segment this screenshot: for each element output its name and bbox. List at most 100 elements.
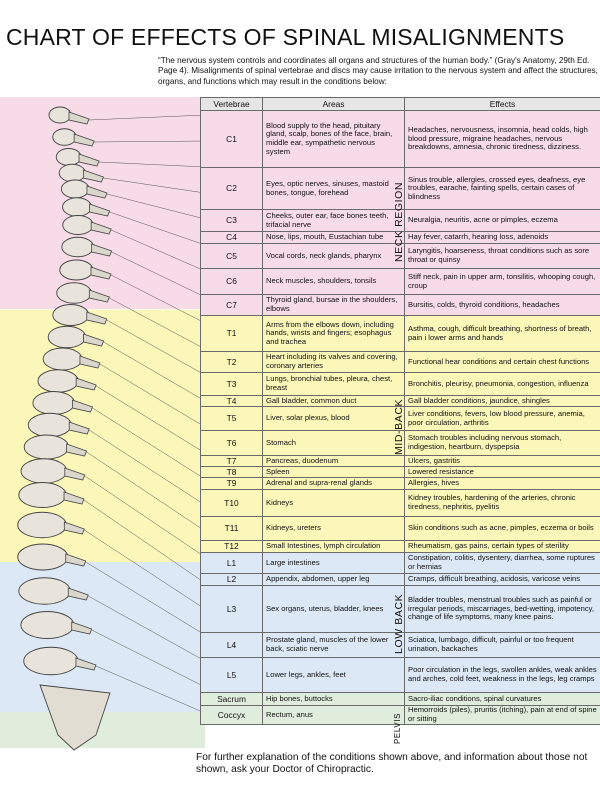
effect-cell: Hay fever, catarrh, hearing loss, adenoi…: [404, 231, 600, 244]
vertebra-label: T5: [200, 406, 263, 431]
area-cell: Nose, lips, mouth, Eustachian tube: [261, 231, 406, 244]
area-cell: Thyroid gland, bursae in the shoulders, …: [261, 294, 406, 316]
vertebra-label: T8: [200, 466, 263, 478]
vertebra-label: C1: [200, 110, 263, 168]
effect-cell: Cramps, difficult breathing, acidosis, v…: [404, 573, 600, 586]
effect-cell: Gall bladder conditions, jaundice, shing…: [404, 395, 600, 407]
area-cell: Stomach: [261, 430, 406, 456]
area-cell: Kidneys, ureters: [261, 516, 406, 541]
area-cell: Liver, solar plexus, blood: [261, 406, 406, 431]
effect-cell: Liver conditions, fevers, low blood pres…: [404, 406, 600, 431]
page-title: CHART OF EFFECTS OF SPINAL MISALIGNMENTS: [6, 24, 565, 50]
vertebra-label: T9: [200, 477, 263, 490]
vertebra-label: L2: [200, 573, 263, 586]
vertebra-label: T7: [200, 455, 263, 467]
intro-paragraph: “The nervous system controls and coordin…: [158, 56, 598, 86]
effect-cell: Sacro-iliac conditions, spinal curvature…: [404, 692, 600, 706]
mid-back-label: MID-BACK: [393, 398, 405, 455]
pelvis-label: PELVIS: [393, 712, 402, 744]
effect-cell: Hemorroids (piles), pruritis (itching), …: [404, 705, 600, 725]
effect-cell: Rheumatism, gas pains, certain types of …: [404, 540, 600, 553]
area-cell: Hip bones, buttocks: [261, 692, 406, 706]
effect-cell: Poor circulation in the legs, swollen an…: [404, 657, 600, 693]
area-cell: Spleen: [261, 466, 406, 478]
vertebrae-header: Vertebrae: [200, 97, 263, 111]
area-cell: Lungs, bronchial tubes, pleura, chest, b…: [261, 372, 406, 396]
vertebra-label: T4: [200, 395, 263, 407]
area-cell: Lower legs, ankles, feet: [261, 657, 406, 693]
area-cell: Neck muscles, shoulders, tonsils: [261, 268, 406, 295]
effect-cell: Stomach troubles including nervous stoma…: [404, 430, 600, 456]
effect-cell: Stiff neck, pain in upper arm, tonsiliti…: [404, 268, 600, 295]
effect-cell: Laryngitis, hoarseness, throat condition…: [404, 243, 600, 269]
effect-cell: Skin conditions such as acne, pimples, e…: [404, 516, 600, 541]
neck-region-label: NECK REGION: [393, 181, 405, 262]
effect-cell: Sciatica, lumbago, difficult, painful or…: [404, 632, 600, 658]
vertebra-label: T2: [200, 351, 263, 373]
effect-cell: Headaches, nervousness, insomnia, head c…: [404, 110, 600, 168]
area-cell: Vocal cords, neck glands, pharynx: [261, 243, 406, 269]
area-cell: Appendix, abdomen, upper leg: [261, 573, 406, 586]
pelvis-band: [0, 712, 205, 748]
vertebra-label: T12: [200, 540, 263, 553]
vertebra-label: C3: [200, 209, 263, 232]
effect-cell: Sinus trouble, allergies, crossed eyes, …: [404, 167, 600, 210]
vertebra-label: C6: [200, 268, 263, 295]
effect-cell: Kidney troubles, hardening of the arteri…: [404, 489, 600, 517]
effect-cell: Allergies, hives: [404, 477, 600, 490]
footer-note: For further explanation of the condition…: [196, 752, 588, 776]
vertebra-label: C5: [200, 243, 263, 269]
effect-cell: Lowered resistance: [404, 466, 600, 478]
areas-header: Areas: [261, 97, 406, 111]
area-cell: Adrenal and supra-renal glands: [261, 477, 406, 490]
effect-cell: Neuralgia, neuritis, acne or pimples, ec…: [404, 209, 600, 232]
effect-cell: Ulcers, gastritis: [404, 455, 600, 467]
effect-cell: Constipation, colitis, dysentery, diarrh…: [404, 552, 600, 574]
area-cell: Blood supply to the head, pituitary glan…: [261, 110, 406, 168]
area-cell: Small Intestines, lymph circulation: [261, 540, 406, 553]
effect-cell: Bronchitis, pleurisy, pneumonia, congest…: [404, 372, 600, 396]
area-cell: Arms from the elbows down, including han…: [261, 315, 406, 352]
area-cell: Prostate gland, muscles of the lower bac…: [261, 632, 406, 658]
vertebra-label: C7: [200, 294, 263, 316]
effect-cell: Bursitis, colds, thyroid conditions, hea…: [404, 294, 600, 316]
effect-cell: Bladder troubles, menstrual troubles suc…: [404, 585, 600, 633]
effect-cell: Functional hear conditions and certain c…: [404, 351, 600, 373]
area-cell: Kidneys: [261, 489, 406, 517]
low-back-label: LOW BACK: [393, 593, 405, 654]
vertebra-label: T3: [200, 372, 263, 396]
vertebra-label: T10: [200, 489, 263, 517]
area-cell: Heart including its valves and covering,…: [261, 351, 406, 373]
vertebra-label: L5: [200, 657, 263, 693]
area-cell: Cheeks, outer ear, face bones teeth, tri…: [261, 209, 406, 232]
area-cell: Eyes, optic nerves, sinuses, mastoid bon…: [261, 167, 406, 210]
vertebra-label: C2: [200, 167, 263, 210]
area-cell: Large intestines: [261, 552, 406, 574]
vertebra-label: T1: [200, 315, 263, 352]
area-cell: Sex organs, uterus, bladder, knees: [261, 585, 406, 633]
vertebra-label: T6: [200, 430, 263, 456]
effect-cell: Asthma, cough, difficult breathing, shor…: [404, 315, 600, 352]
vertebra-label: Coccyx: [200, 705, 263, 725]
